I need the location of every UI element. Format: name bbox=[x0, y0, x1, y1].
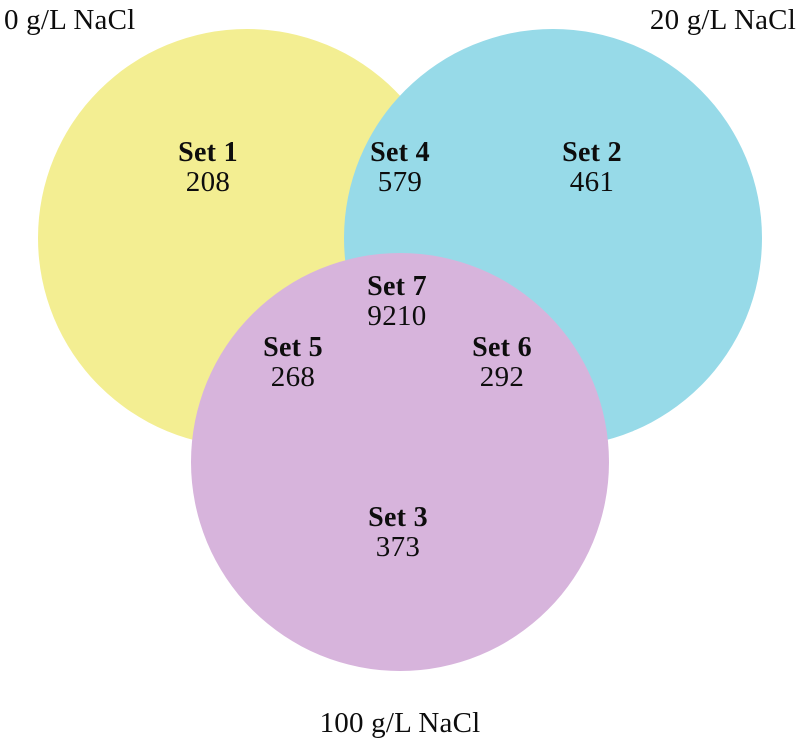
set-label-right: 20 g/L NaCl bbox=[649, 4, 796, 36]
circle-100-g-per-l-nacl bbox=[191, 253, 609, 671]
set-label-bottom: 100 g/L NaCl bbox=[319, 707, 481, 739]
set-label-left: 0 g/L NaCl bbox=[4, 4, 136, 36]
